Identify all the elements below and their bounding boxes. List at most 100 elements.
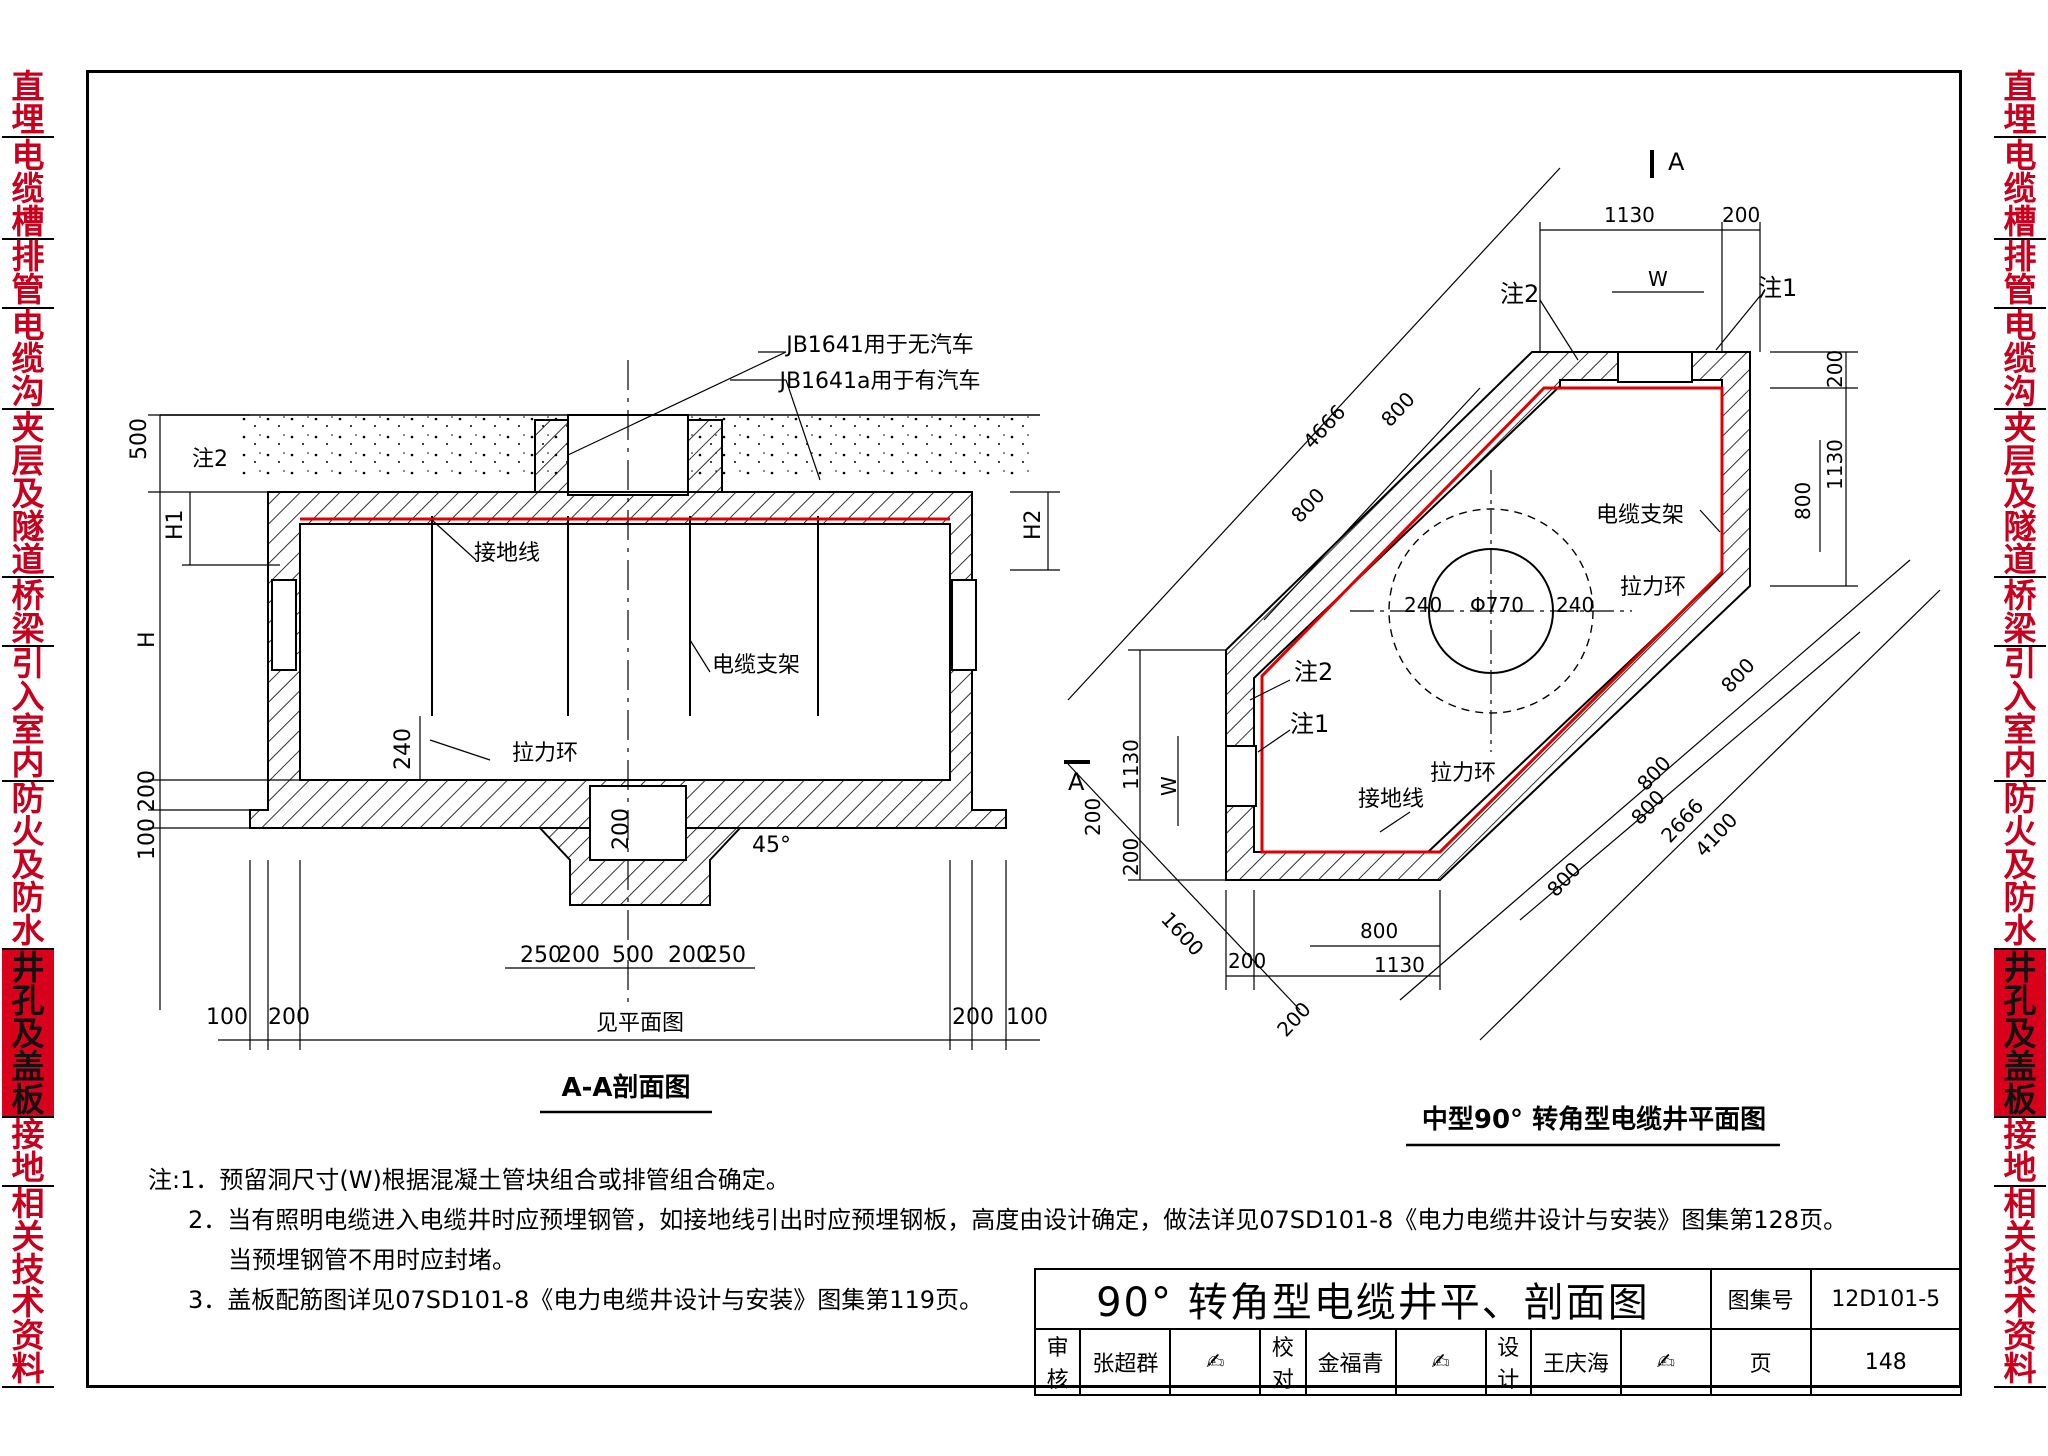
category-tab-char: 隧 [11,506,45,546]
review-label: 审核 [1033,1328,1082,1396]
category-tab-char: 道 [11,539,45,579]
category-tab-char: 相 [2003,1184,2037,1224]
plan-w-left: W [1157,776,1181,796]
category-tab-char: 资 [11,1316,45,1356]
drawing-notes: 注:1．预留洞尺寸(W)根据混凝土管块组合或排管组合确定。 2．当有照明电缆进入… [148,1160,1847,1320]
category-tab-0[interactable]: 直埋 [1994,70,2046,140]
right-category-tabs: 直埋电缆槽排管电缆沟夹层及隧道桥梁引入室内防火及防水井孔及盖板接地相关技术资料 [1994,70,2046,1389]
dim-100a: 100 [135,818,160,860]
plan-labels: A A 注2 注1 注2 注1 电缆支架 拉力环 拉力环 接地线 Φ770 24… [1068,148,1847,1135]
category-tab-char: 盖 [11,1046,45,1086]
dim-b200a: 200 [558,943,600,968]
category-tab-5[interactable]: 桥梁 [1994,575,2046,647]
dim-r200: 200 [952,1005,994,1030]
plan-dia: Φ770 [1470,593,1524,617]
dim-h1: H1 [163,509,188,540]
cover-label-2: JB1641a用于有汽车 [777,369,980,394]
category-tab-2[interactable]: 排管 [1994,240,2046,309]
checker-signature: ✍ [1394,1328,1487,1396]
plan-note1-left: 注1 [1290,710,1329,738]
category-tab-char: 关 [2003,1217,2037,1257]
dim-r100: 100 [1006,1005,1048,1030]
category-tab-char: 地 [2003,1148,2037,1188]
checker-name: 金福青 [1304,1328,1397,1396]
category-tab-char: 电 [2003,135,2037,175]
category-tab-10[interactable]: 相关技术资料 [2,1187,54,1389]
category-tab-char: 防 [2003,779,2037,819]
category-tab-char: 入 [11,677,45,717]
category-tab-4[interactable]: 夹层及隧道 [1994,407,2046,579]
plan-section-mark-left: A [1068,768,1085,796]
category-tab-char: 孔 [11,980,45,1020]
category-tab-char: 排 [11,237,45,277]
category-tab-char: 沟 [2003,371,2037,411]
category-tab-char: 技 [2003,1250,2037,1290]
category-tab-char: 桥 [2003,575,2037,615]
category-tab-char: 埋 [2003,100,2037,140]
category-tab-char: 槽 [2003,201,2037,241]
category-tab-9[interactable]: 接地 [1994,1118,2046,1188]
category-tab-char: 道 [2003,539,2037,579]
category-tab-char: 板 [2003,1079,2037,1119]
category-tab-2[interactable]: 排管 [2,237,54,309]
category-tab-8[interactable]: 井孔及盖板 [1994,947,2046,1119]
category-tab-char: 防 [11,878,45,918]
category-tab-char: 缆 [2003,168,2037,208]
category-tab-char: 井 [2003,947,2037,987]
dim-b500: 500 [612,943,654,968]
category-tab-char: 防 [2003,878,2037,918]
category-tab-4[interactable]: 夹层及隧道 [2,410,54,579]
note2-label: 注2 [192,447,228,472]
dim-200a: 200 [135,770,160,812]
category-tab-1[interactable]: 电缆槽 [1994,135,2046,241]
category-tab-0[interactable]: 直埋 [2,70,54,139]
plan-l200a: 200 [1081,798,1105,836]
dim-angle: 45° [752,833,791,858]
plan-d4666: 4666 [1298,400,1350,454]
cable-rack-label: 电缆支架 [712,653,800,678]
section-view [148,351,1060,1114]
category-tab-char: 电 [2003,305,2037,345]
plan-d1600: 1600 [1156,907,1208,961]
category-tab-char: 孔 [2003,980,2037,1020]
category-tab-5[interactable]: 桥梁 [2,578,54,647]
left-category-tabs: 直埋电缆槽排管电缆沟夹层及隧道桥梁引入室内防火及防水井孔及盖板接地相关技术资料 [2,70,54,1389]
plan-d800a: 800 [1376,387,1420,431]
category-tab-10[interactable]: 相关技术资料 [1994,1184,2046,1389]
title-block: 90° 转角型电缆井平、剖面图 图集号 12D101-5 审核 张超群 ✍ 校对… [1033,1268,1963,1396]
category-tab-char: 夹 [2003,407,2037,447]
atlas-no: 12D101-5 [1809,1268,1963,1330]
drawing-frame [86,70,1962,1388]
category-tab-char: 料 [2003,1349,2037,1389]
plan-d800b: 800 [1286,483,1330,527]
category-tab-char: 电 [11,305,45,345]
category-tab-char: 内 [11,743,45,783]
see-plan-label: 见平面图 [596,1011,684,1036]
plan-cable-rack: 电缆支架 [1596,503,1684,528]
category-tab-char: 层 [11,440,45,480]
category-tab-8[interactable]: 井孔及盖板 [2,950,54,1119]
dim-h: H [135,631,160,648]
dim-240: 240 [391,728,416,770]
category-tab-3[interactable]: 电缆沟 [2,309,54,411]
category-tab-9[interactable]: 接地 [2,1118,54,1187]
dim-b250b: 250 [704,943,746,968]
dim-b200b: 200 [668,943,710,968]
atlas-no-label: 图集号 [1709,1268,1812,1330]
category-tab-char: 料 [11,1349,45,1389]
category-tab-6[interactable]: 引入室内 [1994,647,2046,782]
category-tab-7[interactable]: 防火及防水 [2,782,54,951]
category-tab-6[interactable]: 引入室内 [2,647,54,782]
category-tab-char: 及 [11,473,45,513]
category-tab-3[interactable]: 电缆沟 [1994,309,2046,411]
plan-pull-ring-2: 拉力环 [1430,761,1496,786]
dim-500: 500 [127,418,152,460]
reviewer-signature: ✍ [1169,1328,1262,1396]
category-tab-char: 水 [2003,911,2037,951]
plan-l200b: 200 [1119,838,1143,876]
category-tab-char: 术 [11,1283,45,1323]
category-tab-1[interactable]: 电缆槽 [2,138,54,241]
category-tab-7[interactable]: 防火及防水 [1994,779,2046,951]
reviewer-name: 张超群 [1079,1328,1172,1396]
